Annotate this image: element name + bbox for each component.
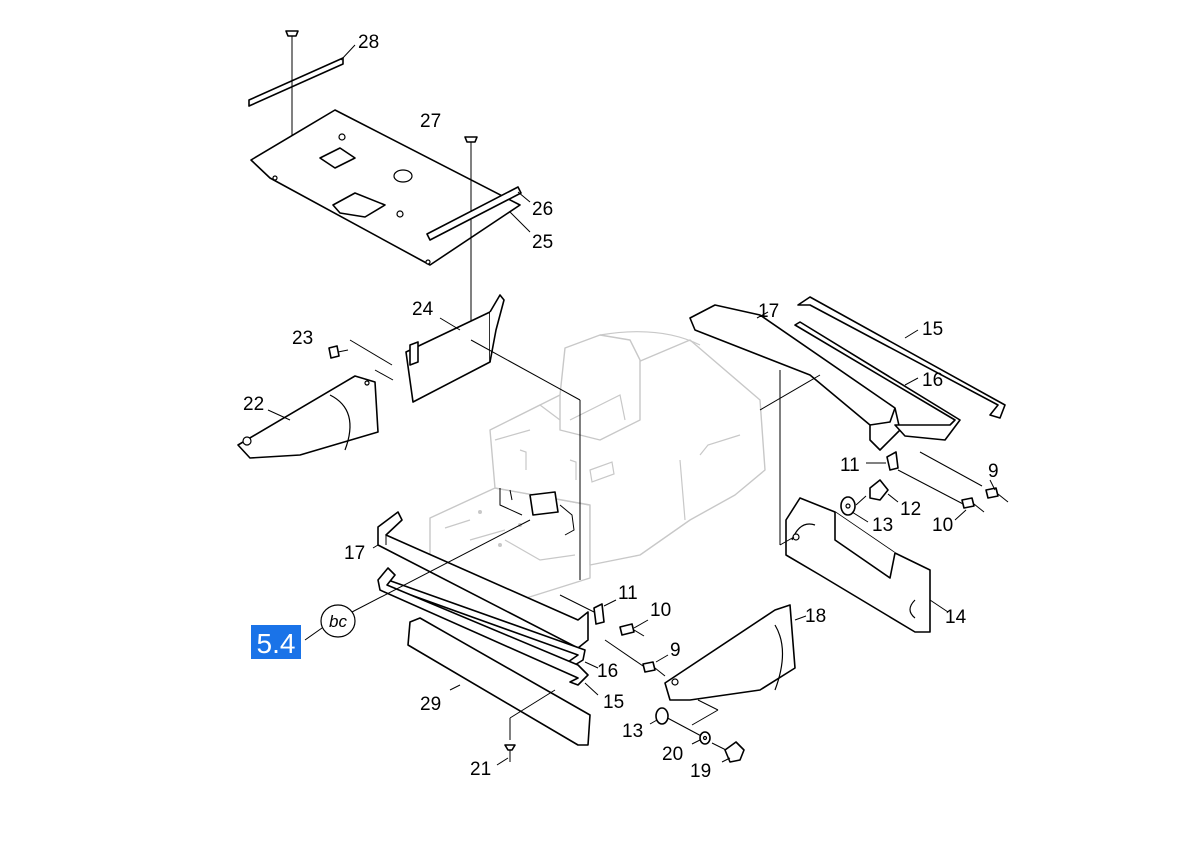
part-22-side-cover — [237, 375, 379, 459]
callout-25: 25 — [532, 232, 553, 253]
callout-18: 18 — [805, 606, 826, 627]
callout-26: 26 — [532, 199, 553, 220]
fasteners-right-group — [840, 451, 1009, 523]
reference-symbol: bc — [329, 612, 347, 631]
callout-17-rear: 17 — [758, 301, 779, 322]
callout-24: 24 — [412, 299, 434, 320]
callout-13-front: 13 — [622, 721, 643, 742]
part-17-front-bumper — [372, 511, 589, 649]
callout-29: 29 — [420, 694, 441, 715]
callout-28: 28 — [358, 32, 379, 53]
callout-15-front: 15 — [603, 692, 624, 713]
part-14-rear-lower-cover — [779, 370, 949, 633]
callout-20: 20 — [662, 744, 683, 765]
callout-15-rear: 15 — [922, 319, 943, 340]
part-23-bolt — [328, 339, 394, 381]
callout-27: 27 — [420, 111, 441, 132]
reference-badge[interactable] — [251, 625, 301, 659]
fasteners-front-group — [559, 594, 669, 677]
part-24-side-panel — [405, 294, 581, 580]
callout-22: 22 — [243, 394, 264, 415]
part-25-top-plate — [250, 109, 531, 266]
part-17-rear-bumper — [689, 304, 901, 451]
callout-10-rear: 10 — [932, 515, 953, 536]
callout-21: 21 — [470, 759, 491, 780]
callout-17-front: 17 — [344, 543, 365, 564]
part-16-strip-rear — [794, 321, 961, 441]
part-28-screw-and-strip — [248, 30, 356, 135]
hose-detail — [499, 488, 575, 536]
reference-marker: bc 5.4 — [251, 519, 531, 659]
part-27-screw — [464, 136, 478, 340]
callout-16-front: 16 — [597, 661, 618, 682]
callout-labels: 28 27 26 25 24 23 22 17 15 16 11 9 12 13… — [243, 32, 999, 782]
part-26-strip — [426, 186, 531, 241]
part-15-front-rubber — [377, 567, 599, 696]
callout-19: 19 — [690, 761, 711, 782]
callout-14: 14 — [945, 607, 967, 628]
part-29-front-panel — [407, 617, 591, 746]
callout-13-rear: 13 — [872, 515, 893, 536]
callout-11-front: 11 — [618, 583, 638, 604]
machine-body-outline — [429, 331, 766, 601]
callout-23: 23 — [292, 328, 313, 349]
callout-10-front: 10 — [650, 600, 671, 621]
parts-13-20-19-21 — [496, 707, 745, 766]
callout-16-rear: 16 — [922, 370, 943, 391]
reference-label[interactable]: 5.4 — [257, 628, 296, 659]
callout-12: 12 — [900, 499, 921, 520]
callout-9-front: 9 — [670, 640, 681, 661]
part-18-side-cover — [659, 604, 807, 739]
part-15-rubber-strip-rear — [797, 296, 1006, 419]
callout-9-rear: 9 — [988, 461, 999, 482]
callout-11-rear: 11 — [840, 455, 860, 476]
